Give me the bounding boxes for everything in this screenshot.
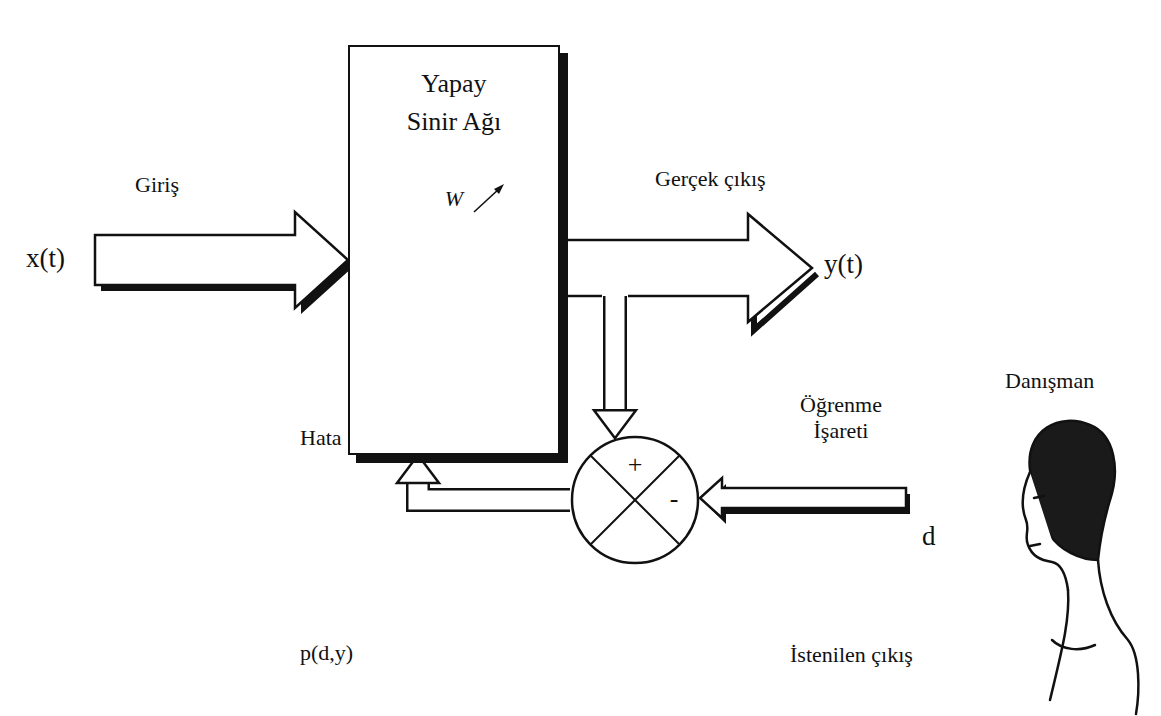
input-arrow [95, 212, 354, 314]
desired-arrow-shape [700, 478, 906, 518]
signal-symbol: p(d,y) [300, 640, 353, 666]
neck-back [1098, 560, 1138, 714]
advisor-illustration [1023, 421, 1139, 714]
hollow-arrow-connector [397, 455, 570, 500]
weight-symbol: W [434, 186, 474, 212]
face-profile [1023, 472, 1068, 590]
weight-arrow [470, 180, 510, 216]
signal-symbol: y(t) [824, 248, 863, 280]
output-arrow-fill [560, 214, 812, 322]
weight-arrow-head [494, 184, 504, 194]
connector-outline [418, 483, 570, 500]
eye [1034, 496, 1044, 498]
signal-name: Öğrenme İşareti [786, 392, 896, 445]
sign-symbol: - [670, 486, 679, 512]
signal-name: Giriş [135, 172, 179, 198]
junction-circle [572, 437, 698, 563]
role-name: Danışman [1005, 368, 1094, 394]
output-arrow [560, 214, 817, 330]
mouth [1030, 544, 1040, 546]
network-box: Yapay Sinir AğıW [348, 45, 560, 455]
arrow-head [594, 410, 636, 438]
signal-symbol: d [922, 520, 936, 552]
connector-fill [418, 483, 570, 500]
signal-name: İstenilen çıkış [790, 642, 913, 668]
network-title: Yapay Sinir Ağı [404, 65, 504, 140]
signal-symbol: x(t) [26, 242, 65, 274]
signal-name: Hata [300, 425, 342, 451]
output-arrow-outline [560, 214, 812, 322]
collar [1052, 640, 1095, 649]
summing-junction: +- [570, 435, 700, 565]
sign-symbol: + [628, 452, 643, 478]
desired-output-arrow [700, 478, 910, 524]
weight-arrow-line [474, 188, 500, 212]
arrow-head [397, 455, 439, 483]
input-arrow-shape [95, 212, 348, 308]
signal-name: Gerçek çıkış [655, 166, 766, 192]
